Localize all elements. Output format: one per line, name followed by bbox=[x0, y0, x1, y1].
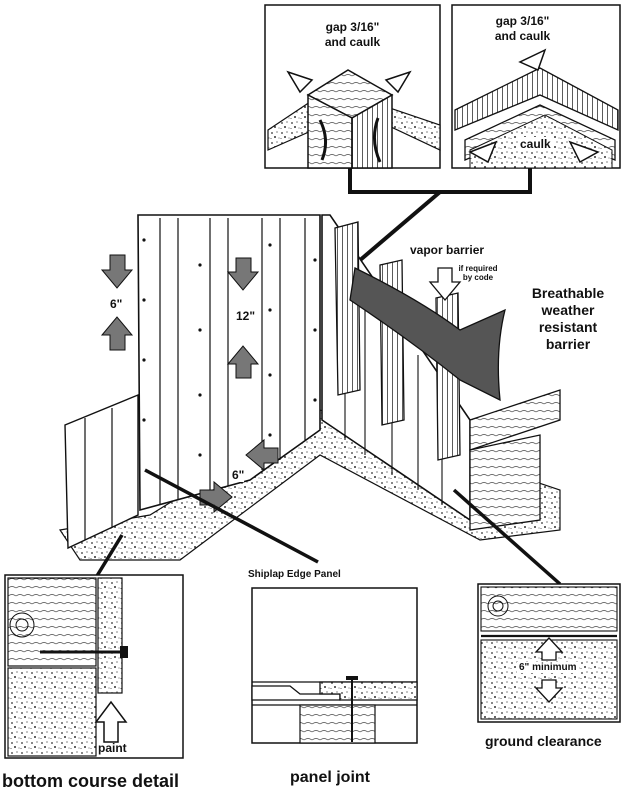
caption-ground-clearance: ground clearance bbox=[485, 733, 602, 749]
clearance-arrow-down-icon bbox=[534, 679, 564, 703]
vapor-barrier-note-line1: if required bbox=[458, 264, 498, 273]
caption-bottom-course: bottom course detail bbox=[2, 771, 180, 791]
inside-corner-caulk-label: caulk bbox=[518, 137, 553, 151]
ground-clearance-detail bbox=[477, 583, 621, 723]
inside-corner-gap-line2: and caulk bbox=[494, 29, 551, 43]
vapor-barrier-label: vapor barrier bbox=[410, 243, 485, 257]
dim-arrow-down-icon bbox=[226, 257, 260, 291]
bottom-course-detail bbox=[4, 574, 184, 759]
inside-corner-gap-label: gap 3/16" and caulk bbox=[475, 14, 570, 44]
wrb-line1: Breathable bbox=[531, 285, 605, 301]
outside-corner-detail bbox=[264, 4, 441, 169]
dimension-12: 12" bbox=[236, 309, 256, 323]
wrb-line2: weather bbox=[541, 302, 595, 318]
shiplap-title: Shiplap Edge Panel bbox=[248, 569, 341, 580]
inside-corner-gap-line1: gap 3/16" bbox=[495, 14, 550, 28]
six-minimum-label: 6" minimum bbox=[517, 662, 579, 673]
outside-corner-gap-line1: gap 3/16" bbox=[325, 20, 380, 34]
dimension-6-top: 6" bbox=[110, 297, 123, 311]
wrb-line4: barrier bbox=[545, 336, 591, 352]
main-wall-illustration bbox=[58, 214, 562, 586]
paint-label: paint bbox=[98, 741, 127, 755]
caption-panel-joint: panel joint bbox=[290, 769, 370, 786]
vapor-barrier-arrow-icon bbox=[428, 267, 462, 302]
arrow-right-icon bbox=[384, 70, 412, 94]
panel-joint-detail bbox=[251, 587, 418, 744]
wrb-label: Breathable weather resistant barrier bbox=[520, 285, 616, 353]
arrow-caulk-right-icon bbox=[568, 140, 600, 164]
dim-arrow-left-icon bbox=[245, 438, 279, 472]
outside-corner-gap-label: gap 3/16" and caulk bbox=[305, 20, 400, 50]
vapor-barrier-note: if required by code bbox=[448, 264, 508, 282]
outside-corner-gap-line2: and caulk bbox=[324, 35, 381, 49]
arrow-caulk-left-icon bbox=[468, 140, 498, 164]
dim-arrow-up-icon bbox=[100, 316, 134, 351]
dim-arrow-up-icon bbox=[226, 345, 260, 379]
arrow-down-left-icon bbox=[518, 48, 547, 72]
wrb-line3: resistant bbox=[538, 319, 598, 335]
dim-arrow-down-icon bbox=[100, 254, 134, 289]
paint-arrow-up-icon bbox=[94, 700, 128, 743]
clearance-arrow-up-icon bbox=[534, 637, 564, 661]
arrow-left-icon bbox=[286, 70, 314, 94]
dimension-6-bottom: 6" bbox=[232, 468, 245, 482]
vapor-barrier-note-line2: by code bbox=[462, 273, 494, 282]
